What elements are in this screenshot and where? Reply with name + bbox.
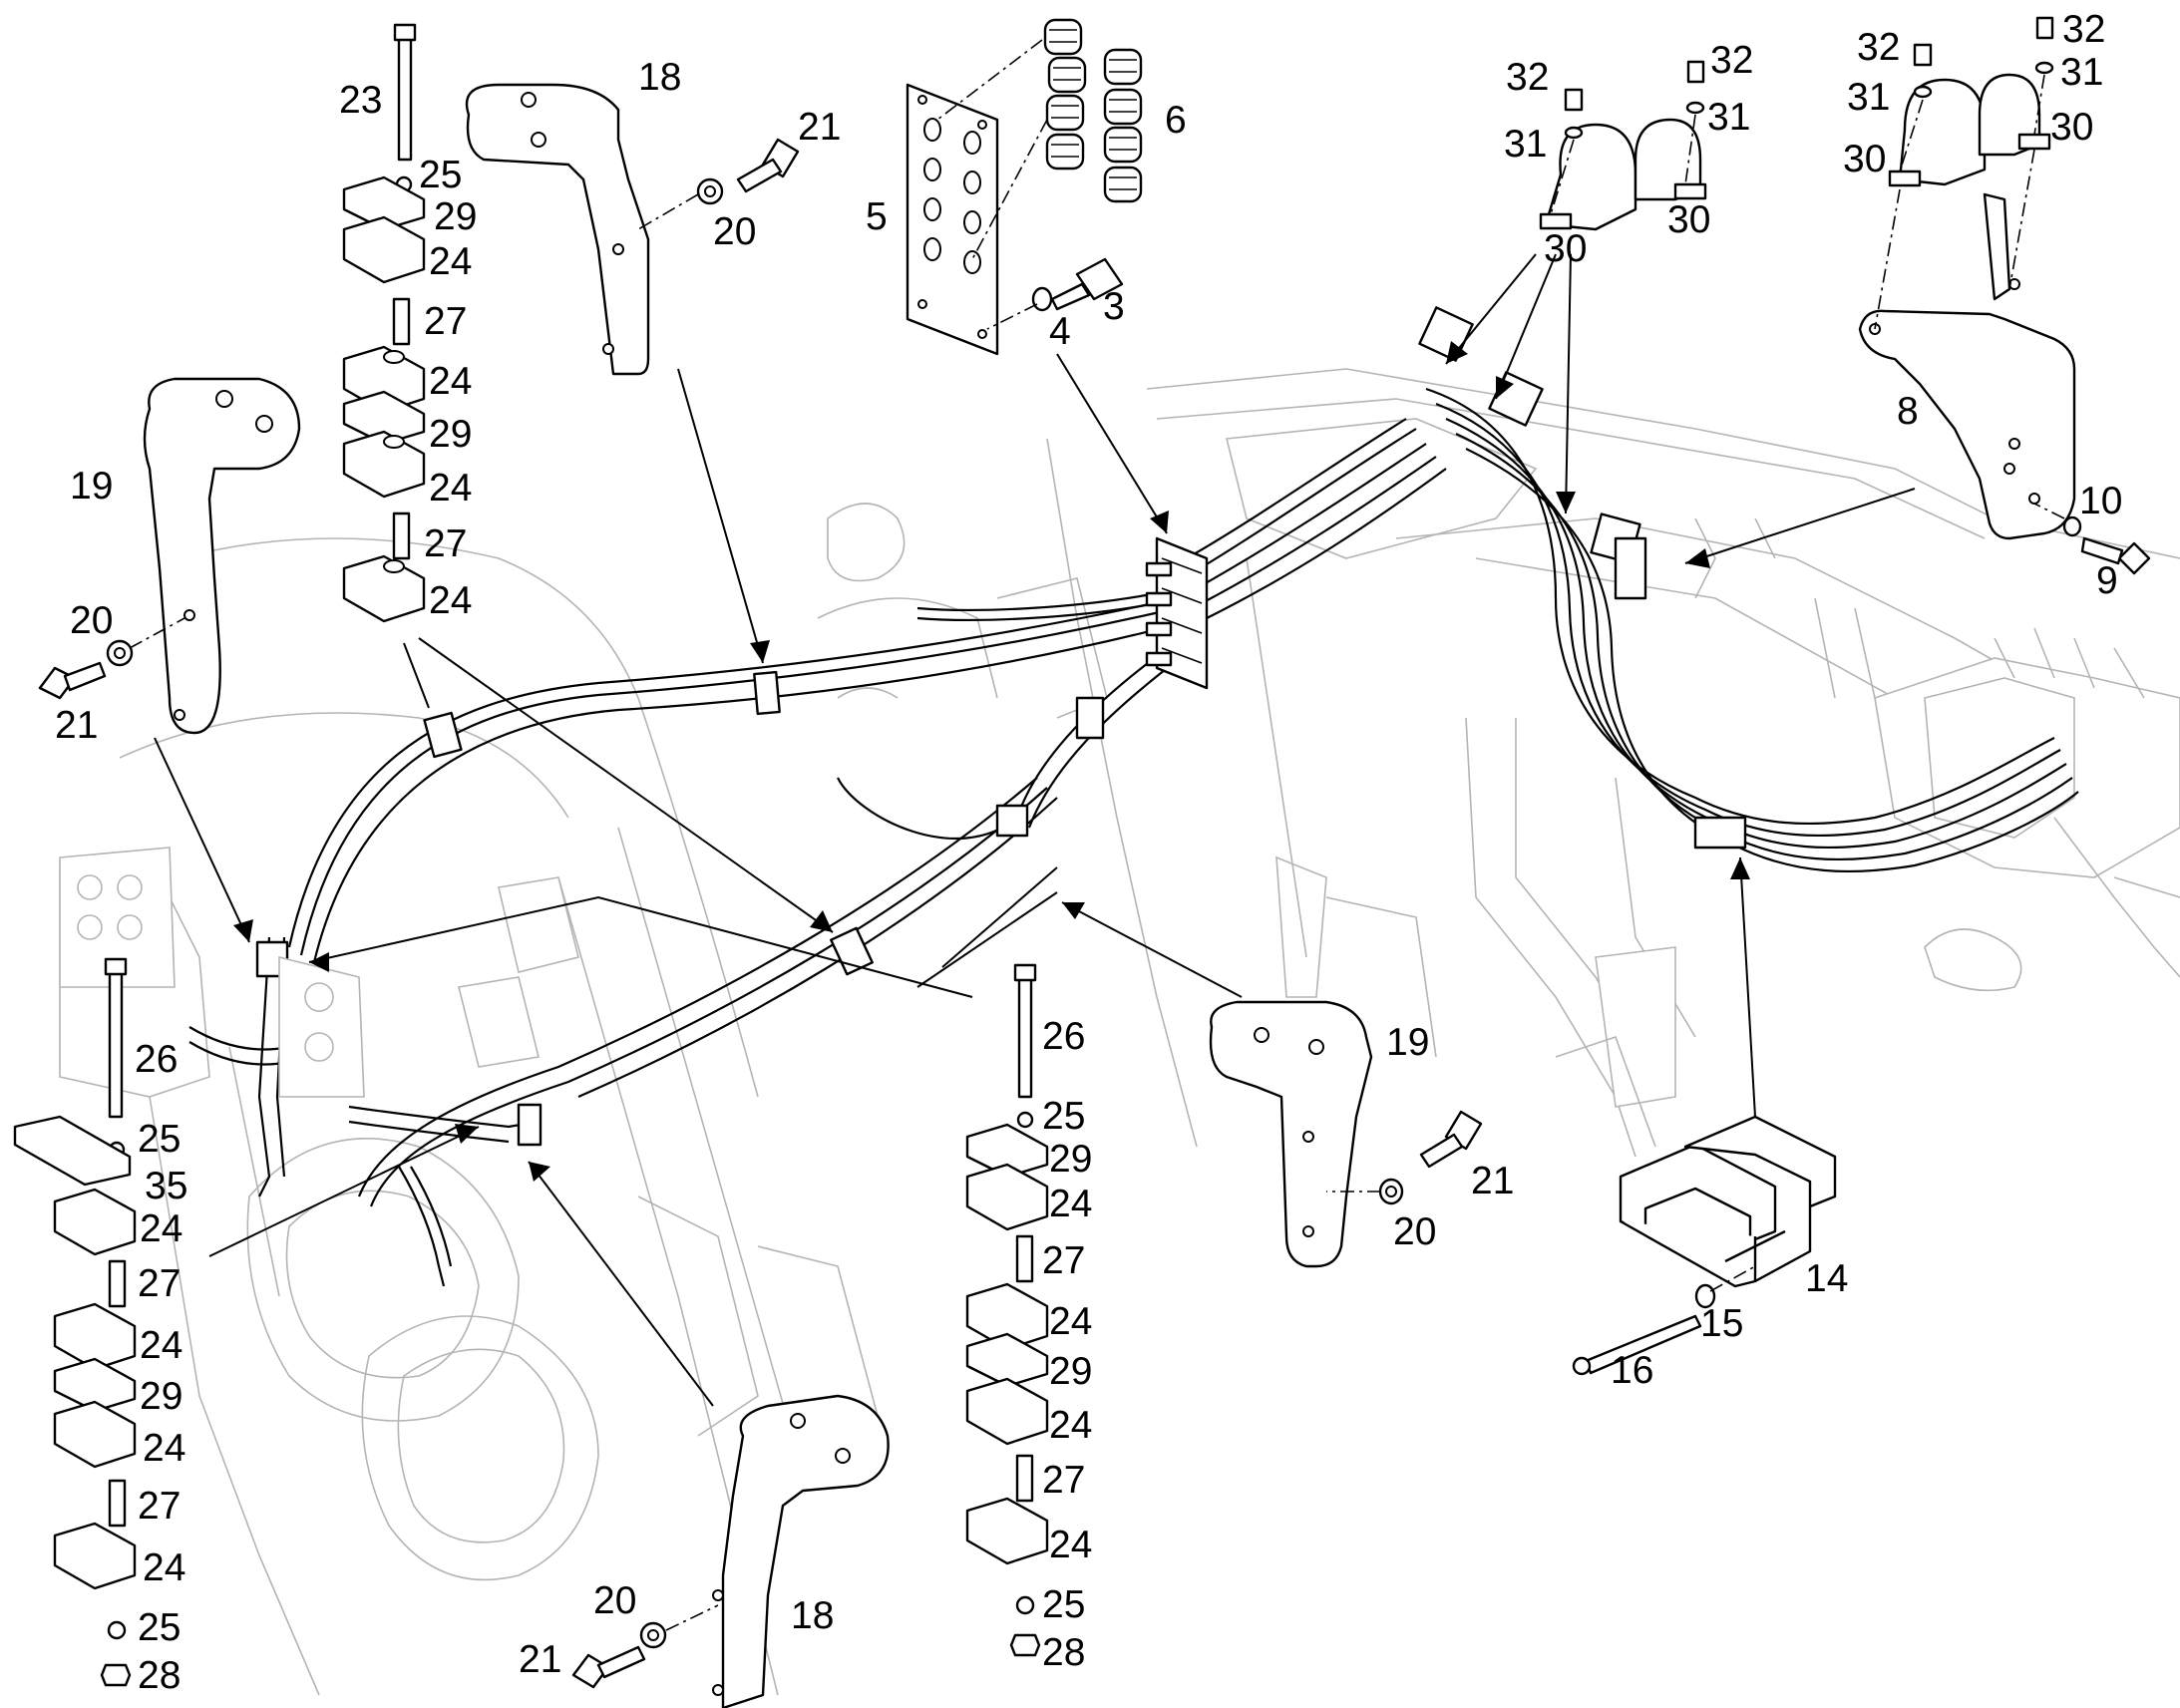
callout: 31 (1847, 76, 1890, 119)
callout: 18 (791, 1594, 834, 1637)
callout: 14 (1805, 1257, 1848, 1300)
hose-clamp-bundle-set (255, 306, 1747, 1147)
callout: 30 (1667, 198, 1710, 241)
bolt-21-top (637, 138, 800, 230)
callout: 24 (429, 360, 472, 403)
callout: 27 (1042, 1459, 1085, 1502)
callout: 28 (1042, 1631, 1085, 1674)
callout: 28 (138, 1654, 181, 1697)
callout: 31 (1707, 96, 1750, 139)
clamp-stack-top-left (342, 23, 426, 623)
callout: 29 (434, 195, 477, 238)
machine-frame-background (59, 368, 2180, 1696)
callout: 24 (429, 240, 472, 283)
callout: 8 (1897, 390, 1919, 433)
bolt-21-right (1326, 1110, 1483, 1205)
callout: 21 (55, 704, 98, 747)
callout: 32 (1857, 26, 1900, 69)
callout: 26 (1042, 1015, 1085, 1058)
callout: 30 (1544, 227, 1587, 270)
callout: 15 (1700, 1302, 1743, 1345)
callout: 21 (798, 106, 841, 149)
callout-labels: 23 18 21 25 29 20 24 27 24 29 24 27 24 1… (55, 8, 2122, 1697)
bracket-8 (1858, 192, 2076, 540)
bracket-19-left (143, 377, 301, 735)
callout: 27 (424, 300, 467, 343)
callout: 25 (1042, 1095, 1085, 1138)
callout: 29 (140, 1375, 182, 1418)
clamp-bracket-14 (1572, 1115, 1837, 1376)
callout: 31 (1504, 123, 1547, 166)
callout: 24 (1049, 1300, 1092, 1343)
callout: 26 (135, 1038, 178, 1081)
callout: 24 (143, 1427, 185, 1470)
callout: 32 (1506, 56, 1549, 99)
callout: 20 (713, 210, 756, 253)
callout: 16 (1611, 1349, 1653, 1392)
callout: 5 (866, 195, 888, 238)
bracket-18-top (465, 83, 650, 376)
callout: 24 (1049, 1524, 1092, 1566)
callout: 10 (2079, 480, 2122, 522)
clamp-set-30-middle (1539, 60, 1707, 231)
callout: 18 (638, 56, 681, 99)
grommet-set-6 (936, 18, 1143, 260)
bracket-19-right (1209, 1000, 1373, 1268)
clamp-stack-bottom-left (13, 957, 137, 1687)
clamp-set-30-right (1874, 16, 2054, 330)
callout: 30 (2050, 106, 2093, 149)
bolt-21-left (38, 617, 185, 700)
callout: 29 (1049, 1138, 1092, 1181)
clamp-stack-bottom-middle (965, 963, 1049, 1657)
callout: 21 (519, 1638, 561, 1681)
bolt-21-bottom (571, 1604, 719, 1689)
callout: 35 (145, 1165, 187, 1207)
callout: 24 (429, 579, 472, 622)
callout: 32 (2062, 8, 2105, 51)
callout: 27 (138, 1262, 181, 1305)
hydraulic-distribution-block (1145, 536, 1209, 690)
callout: 31 (2060, 51, 2103, 94)
callout: 24 (143, 1546, 185, 1589)
callout: 27 (424, 522, 467, 565)
callout: 25 (138, 1118, 181, 1161)
callout: 6 (1165, 99, 1187, 142)
callout: 3 (1103, 285, 1125, 328)
grommet-plate-5 (906, 83, 999, 356)
callout: 9 (2096, 559, 2118, 602)
callout: 25 (1042, 1583, 1085, 1626)
callout: 24 (1049, 1183, 1092, 1225)
callout: 24 (1049, 1404, 1092, 1447)
callout: 21 (1471, 1160, 1514, 1202)
callout: 19 (1386, 1021, 1429, 1064)
leader-arrowheads (233, 341, 1750, 1182)
bolt-3 (986, 257, 1124, 330)
callout: 20 (593, 1579, 636, 1622)
callout: 29 (1049, 1350, 1092, 1393)
callout: 19 (70, 465, 113, 508)
bracket-18-bottom (712, 1394, 890, 1708)
callout: 27 (138, 1485, 181, 1528)
left-control-valve (59, 847, 365, 1098)
callout: 20 (1393, 1210, 1436, 1253)
callout: 25 (419, 154, 462, 196)
callout: 24 (140, 1324, 182, 1367)
callout: 29 (429, 413, 472, 456)
callout: 20 (70, 599, 113, 642)
callout: 24 (140, 1207, 182, 1250)
callout: 30 (1843, 138, 1886, 180)
callout: 24 (429, 467, 472, 510)
callout: 27 (1042, 1239, 1085, 1282)
callout: 32 (1710, 39, 1753, 82)
callout: 4 (1049, 310, 1071, 353)
leader-lines (154, 253, 1916, 1407)
bolt-9 (2033, 503, 2151, 575)
callout: 23 (339, 79, 382, 122)
callout: 25 (138, 1606, 181, 1649)
